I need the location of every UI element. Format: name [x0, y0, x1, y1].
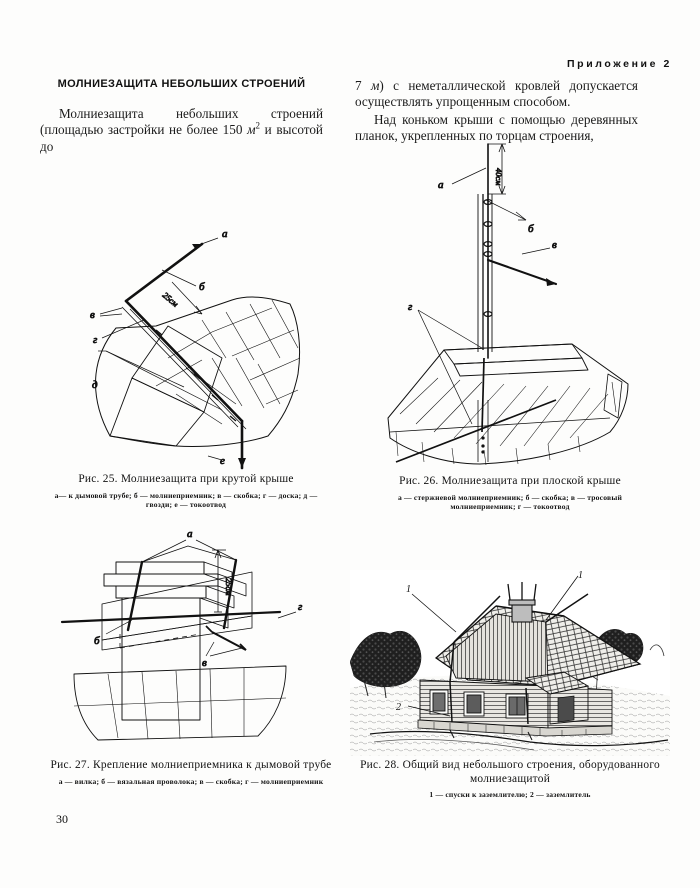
figure-28-artwork: 1 1 2: [350, 570, 670, 756]
figure-26-artwork: а б в г 40см: [360, 132, 660, 472]
figure-25-label-v: в: [90, 309, 95, 321]
figure-25-label-g: г: [93, 334, 98, 346]
figure-27-label-v: в: [202, 657, 207, 669]
figure-28-sub-caption: 1 — спуски к заземлителю; 2 — заземлител…: [429, 790, 591, 800]
running-head: Приложение 2: [567, 58, 672, 70]
figure-27-caption: Рис. 27. Крепление молниеприемника к дым…: [50, 759, 332, 771]
page-number: 30: [56, 812, 68, 826]
figure-27-dimension: 25см: [224, 578, 233, 596]
figure-25-caption: Рис. 25. Молниезащита при крутой крыше: [78, 473, 294, 485]
superscript-two: 2: [255, 121, 261, 132]
figure-26: а б в г 40см Рис. 26. Молниезащита при п…: [360, 132, 660, 511]
figure-27-sub-caption: а — вилка; б — вязальная проволока; в — …: [58, 776, 324, 786]
unit-meters: м: [247, 122, 256, 138]
figure-25-sub-caption: а— к дымовой трубе; б — молниеприемник; …: [54, 490, 318, 509]
paragraph-left-1: Молниезащита небольших строений (площадь…: [40, 106, 323, 155]
figure-25-dimension: 25см: [161, 291, 181, 310]
paragraph-left-1-part-b: и высотой до: [40, 122, 323, 154]
figure-25-label-a: а: [222, 228, 228, 240]
text-column-right: 7 м) с неметаллической кровлей допускает…: [355, 78, 638, 145]
figure-28-caption: Рис. 28. Общий вид небольшого строения, …: [360, 759, 660, 785]
paragraph-right-1-part-b: ) с неметаллической кровлей допускается …: [355, 78, 639, 110]
figure-26-dimension: 40см: [494, 168, 503, 186]
figure-25-label-e: е: [220, 455, 225, 467]
figure-28: 1 1 2 Рис. 28. Общий вид небольшого стро…: [350, 570, 670, 800]
figure-26-label-v: в: [552, 239, 557, 251]
figure-28-label-1-right: 1: [578, 570, 583, 581]
figure-25: а б в г д е 25см Рис. 25. Молниезащита п…: [36, 208, 336, 509]
figure-27-label-a: а: [187, 528, 193, 540]
figure-25-label-d: д: [92, 379, 98, 391]
figure-28-label-1-left: 1: [406, 584, 411, 595]
figure-27-label-g: г: [298, 601, 303, 613]
figure-27-label-b: б: [94, 635, 100, 647]
paragraph-right-1-part-a: 7: [355, 78, 371, 93]
figure-25-artwork: а б в г д е 25см: [36, 208, 336, 470]
figure-27: а б в г 25см Рис. 27. Крепление молниепр…: [46, 516, 336, 786]
figure-27-artwork: а б в г 25см: [46, 516, 336, 756]
page-title: МОЛНИЕЗАЩИТА НЕБОЛЬШИХ СТРОЕНИЙ: [57, 78, 306, 90]
figure-26-label-a: а: [438, 179, 444, 191]
text-column-left: МОЛНИЕЗАЩИТА НЕБОЛЬШИХ СТРОЕНИЙ Молниеза…: [40, 78, 323, 155]
figure-26-label-g: г: [408, 301, 413, 313]
figure-25-label-b: б: [199, 281, 205, 293]
unit-meters-right: м: [370, 78, 380, 93]
paragraph-right-2: Над коньком крыши с помощью деревянных п…: [355, 111, 638, 144]
figure-28-label-2: 2: [396, 702, 401, 713]
figure-26-sub-caption: а — стержневой молниеприемник; б — скобк…: [397, 492, 623, 511]
figure-26-label-b: б: [528, 223, 534, 235]
paragraph-left-1-part-a: Молниезащита небольших строений (площадь…: [40, 106, 323, 138]
figure-26-caption: Рис. 26. Молниезащита при плоской крыше: [399, 475, 621, 487]
paragraph-right-1: 7 м) с неметаллической кровлей допускает…: [355, 78, 638, 111]
